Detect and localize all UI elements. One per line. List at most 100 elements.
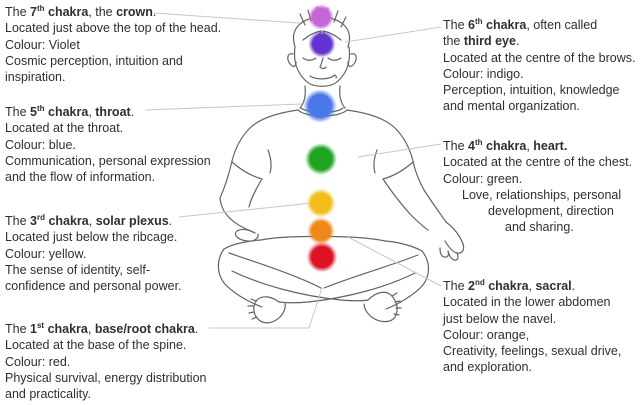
text-segment: ,: [528, 279, 536, 293]
figure-right-sleeve: [382, 161, 414, 180]
figure-left-arm: [219, 109, 299, 199]
text-segment: .: [571, 279, 576, 293]
text-segment: The: [5, 322, 31, 336]
text-block-3rd-chakra-solar-plexus: The 3rd chakra, solar plexus.Located jus…: [5, 213, 182, 294]
text-segment: 2: [468, 279, 475, 293]
text-segment: , often called: [526, 18, 598, 32]
text-segment: The: [443, 139, 469, 153]
text-line: and the flow of information.: [5, 170, 156, 185]
leader-line-third-eye: [344, 26, 442, 43]
text-segment: chakra: [482, 139, 527, 153]
chakra-heading: The 4th chakra, heart.: [443, 138, 632, 154]
figure-right-toes: [391, 292, 402, 316]
figure-collar: [297, 107, 348, 117]
leader-line-root: [209, 287, 323, 329]
text-segment: th: [36, 3, 45, 13]
figure-neck: [299, 85, 346, 109]
text-segment: 4: [468, 139, 475, 153]
figure-left-ear: [287, 53, 297, 68]
text-segment: The: [443, 18, 469, 32]
text-segment: third eye: [463, 34, 516, 49]
text-line: Located at the centre of the chest.: [443, 155, 633, 170]
text-segment: ,: [87, 322, 95, 336]
text-segment: .: [130, 105, 135, 119]
text-line: Colour: orange,: [443, 327, 530, 342]
figure-thighs: [223, 239, 423, 252]
text-line: Colour: red.: [5, 354, 71, 369]
figure-left-toes: [247, 298, 258, 320]
figure-hair-fringe: [302, 30, 342, 45]
figure-right-hand: [444, 221, 465, 254]
text-segment: heart.: [533, 139, 568, 153]
figure-left-shin: [231, 270, 369, 302]
text-line: the third eye.: [443, 33, 635, 49]
figure-right-foot: [363, 291, 398, 323]
figure-right-inner-arm: [382, 178, 429, 231]
figure-right-knee: [385, 250, 430, 310]
text-line: Love, relationships, personal: [462, 187, 622, 202]
figure-nose: [319, 57, 327, 70]
leader-line-sacral: [347, 236, 442, 287]
leader-lines: [144, 12, 442, 329]
text-line: Physical survival, energy distribution: [5, 370, 207, 385]
text-line: Cosmic perception, intuition and: [5, 53, 183, 68]
meditating-figure: [217, 6, 465, 324]
figure-left-knee: [217, 248, 263, 308]
figure-left-sleeve: [231, 161, 263, 180]
text-segment: chakra: [44, 214, 89, 228]
text-line: Colour: yellow.: [5, 246, 87, 261]
text-line: and exploration.: [443, 360, 532, 375]
text-line: Communication, personal expression: [5, 153, 211, 168]
text-line: Located just below the ribcage.: [5, 230, 178, 245]
figure-face: [293, 46, 351, 87]
text-line: Located in the lower abdomen: [443, 295, 611, 310]
text-block-5th-chakra-throat: The 5th chakra, throat.Located at the th…: [5, 104, 211, 185]
figure-left-hand: [234, 228, 259, 242]
text-segment: ,: [88, 214, 96, 228]
text-segment: chakra: [44, 322, 88, 336]
text-segment: chakra: [44, 105, 89, 119]
text-segment: , the: [88, 5, 117, 19]
figure-right-forearm: [423, 189, 447, 223]
text-segment: chakra: [44, 5, 89, 19]
text-segment: .: [515, 34, 520, 49]
text-block-2nd-chakra-sacral: The 2nd chakra, sacral.Located in the lo…: [443, 278, 621, 376]
text-line: confidence and personal power.: [5, 279, 182, 294]
text-line: Colour: blue.: [5, 137, 76, 152]
text-segment: The: [5, 214, 31, 228]
text-line: Located just above the top of the head.: [5, 21, 222, 36]
figure-right-ear: [347, 53, 357, 68]
text-segment: ,: [88, 105, 96, 119]
text-line: Colour: Violet: [5, 37, 80, 52]
chakra-heading: The 3rd chakra, solar plexus.: [5, 213, 182, 229]
text-segment: 6: [468, 18, 475, 32]
text-segment: the: [443, 34, 464, 49]
figure-left-forearm: [219, 197, 256, 234]
chakra-heading: The 7th chakra, the crown.: [5, 4, 221, 20]
figure-shirt-folds: [267, 149, 378, 174]
text-block-4th-chakra-heart: The 4th chakra, heart.Located at the cen…: [443, 138, 632, 236]
text-line: Colour: indigo.: [443, 66, 524, 81]
text-segment: 1: [30, 322, 37, 336]
figure-right-shin: [278, 272, 416, 304]
text-segment: ,: [526, 139, 534, 153]
chakra-heading: The 5th chakra, throat.: [5, 104, 211, 120]
text-line: Located at the throat.: [5, 121, 124, 136]
text-line: and practicality.: [5, 387, 91, 402]
leader-line-solar-plexus: [178, 202, 313, 218]
figure-right-hand-fingers: [439, 247, 459, 261]
text-line: Located at the base of the spine.: [5, 338, 187, 353]
figure-smile: [309, 74, 338, 80]
figure-lap: [228, 252, 419, 289]
text-segment: sacral: [535, 279, 572, 293]
chakra-heading: The 6th chakra, often called: [443, 17, 635, 33]
figure-left-inner-arm: [248, 178, 263, 208]
text-segment: 5: [30, 105, 37, 119]
text-segment: st: [36, 320, 45, 330]
text-segment: .: [168, 214, 173, 228]
text-line: development, direction: [488, 204, 614, 219]
text-segment: 3: [30, 214, 37, 228]
text-line: Creativity, feelings, sexual drive,: [443, 344, 622, 359]
